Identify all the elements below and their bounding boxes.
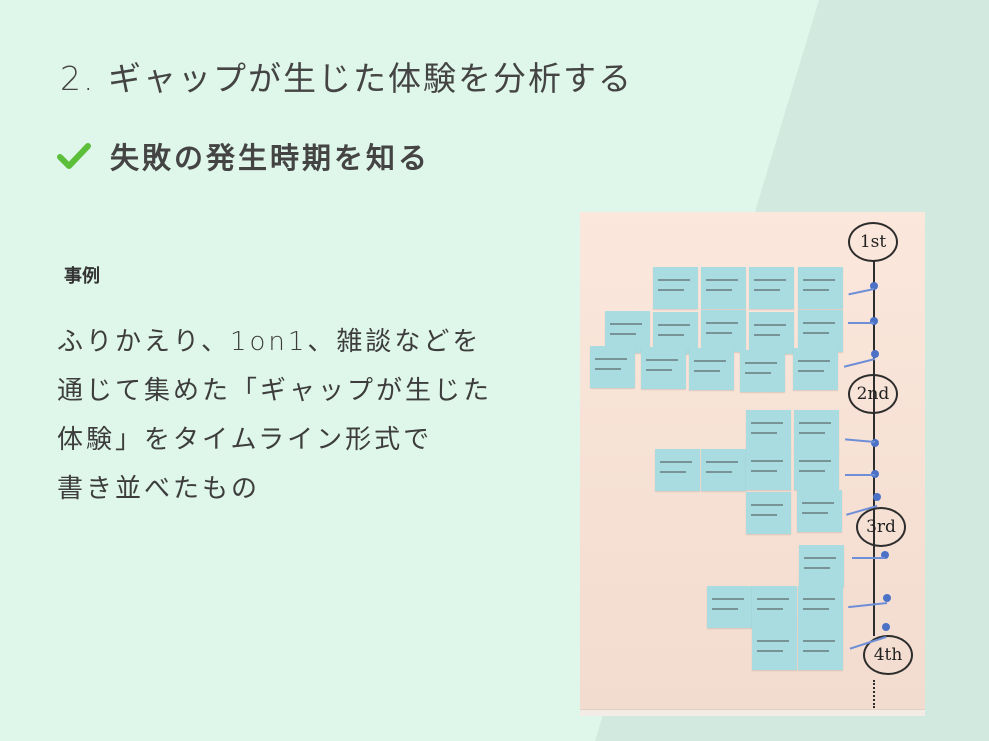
connector-line <box>845 474 875 476</box>
sticky-note <box>797 490 842 532</box>
sticky-note <box>707 586 752 628</box>
stage-2nd: 2nd <box>848 374 898 414</box>
connector-line <box>848 288 875 295</box>
checkmark-icon <box>57 143 91 169</box>
sticky-note <box>749 267 794 309</box>
event-dot <box>871 470 879 478</box>
event-dot <box>871 350 879 358</box>
stage-4th: 4th <box>863 635 913 675</box>
event-dot <box>873 493 881 501</box>
stage-label: 1st <box>859 232 887 252</box>
stage-label: 2nd <box>856 384 890 404</box>
stage-1st: 1st <box>848 222 898 262</box>
example-description: ふりかえり、1on1、雑談などを 通じて集めた「ギャップが生じた 体験」をタイム… <box>57 327 493 504</box>
connector-line <box>852 557 885 559</box>
sticky-note <box>746 448 791 490</box>
sticky-note <box>701 267 746 309</box>
sticky-note <box>590 346 635 388</box>
stage-label: 4th <box>873 645 903 665</box>
stage-3rd: 3rd <box>856 507 906 547</box>
event-dot <box>883 594 891 602</box>
slide-title: 2. ギャップが生じた体験を分析する <box>60 59 633 98</box>
event-dot <box>871 439 879 447</box>
timeline-line <box>873 260 875 636</box>
sticky-note <box>655 449 700 491</box>
sticky-note <box>740 350 785 392</box>
sticky-note <box>794 410 839 452</box>
sticky-note <box>701 310 746 352</box>
sticky-note <box>749 312 794 354</box>
connector-line <box>848 322 874 324</box>
sticky-note <box>689 348 734 390</box>
sticky-note <box>746 492 791 534</box>
sticky-note <box>794 448 839 490</box>
connector-line <box>843 358 876 368</box>
sticky-note <box>798 628 843 670</box>
subtitle: 失敗の発生時期を知る <box>56 135 430 177</box>
sticky-note <box>799 545 844 587</box>
sticky-note <box>752 586 797 628</box>
sticky-note <box>793 348 838 390</box>
event-dot <box>881 551 889 559</box>
stage-label: 3rd <box>866 517 896 537</box>
whiteboard-ledge <box>580 709 925 716</box>
sticky-note <box>798 310 843 352</box>
sticky-note <box>798 586 843 628</box>
connector-line <box>845 438 876 443</box>
event-dot <box>870 282 878 290</box>
connector-line <box>848 602 888 608</box>
sticky-note <box>752 628 797 670</box>
timeline-continuation <box>873 680 877 708</box>
sticky-note <box>798 267 843 309</box>
timeline-photo: 1st 2nd 3rd 4th <box>580 212 925 716</box>
event-dot <box>882 623 890 631</box>
subtitle-text: 失敗の発生時期を知る <box>110 141 431 175</box>
sticky-note <box>746 410 791 452</box>
example-label: 事例 <box>64 266 100 287</box>
sticky-note <box>653 267 698 309</box>
event-dot <box>870 317 878 325</box>
sticky-note <box>701 449 746 491</box>
sticky-note <box>641 347 686 389</box>
